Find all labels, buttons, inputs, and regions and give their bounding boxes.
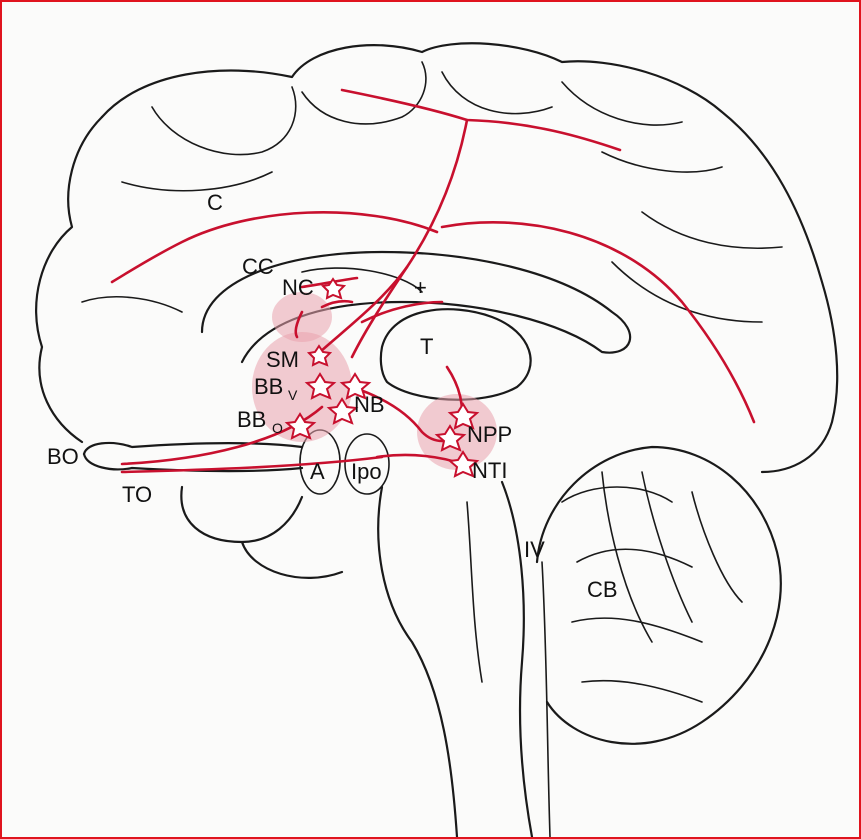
pathway-frontal <box>112 212 437 282</box>
label-nti: NTI <box>472 458 507 483</box>
label-plus: + <box>414 275 427 300</box>
label-bbo: BB <box>237 407 266 432</box>
label-bbv: BB <box>254 374 283 399</box>
pathway-occipital <box>442 222 754 422</box>
label-to: TO <box>122 482 152 507</box>
label-ipo: Ipo <box>351 459 382 484</box>
label-cb: CB <box>587 577 618 602</box>
label-npp: NPP <box>467 422 512 447</box>
label-nc: NC <box>282 275 314 300</box>
label-bbo-sub: O <box>272 420 283 436</box>
pathway-cortex-dorsal <box>342 90 620 150</box>
label-c: C <box>207 190 223 215</box>
label-cc: CC <box>242 254 274 279</box>
label-bbv-sub: V <box>288 387 298 403</box>
label-a: A <box>310 459 325 484</box>
label-nb: NB <box>354 392 385 417</box>
label-sm: SM <box>266 347 299 372</box>
label-iv: IV <box>524 537 545 562</box>
label-bo: BO <box>47 444 79 469</box>
pathway-ascending-trunk <box>352 120 467 357</box>
label-t: T <box>420 334 433 359</box>
